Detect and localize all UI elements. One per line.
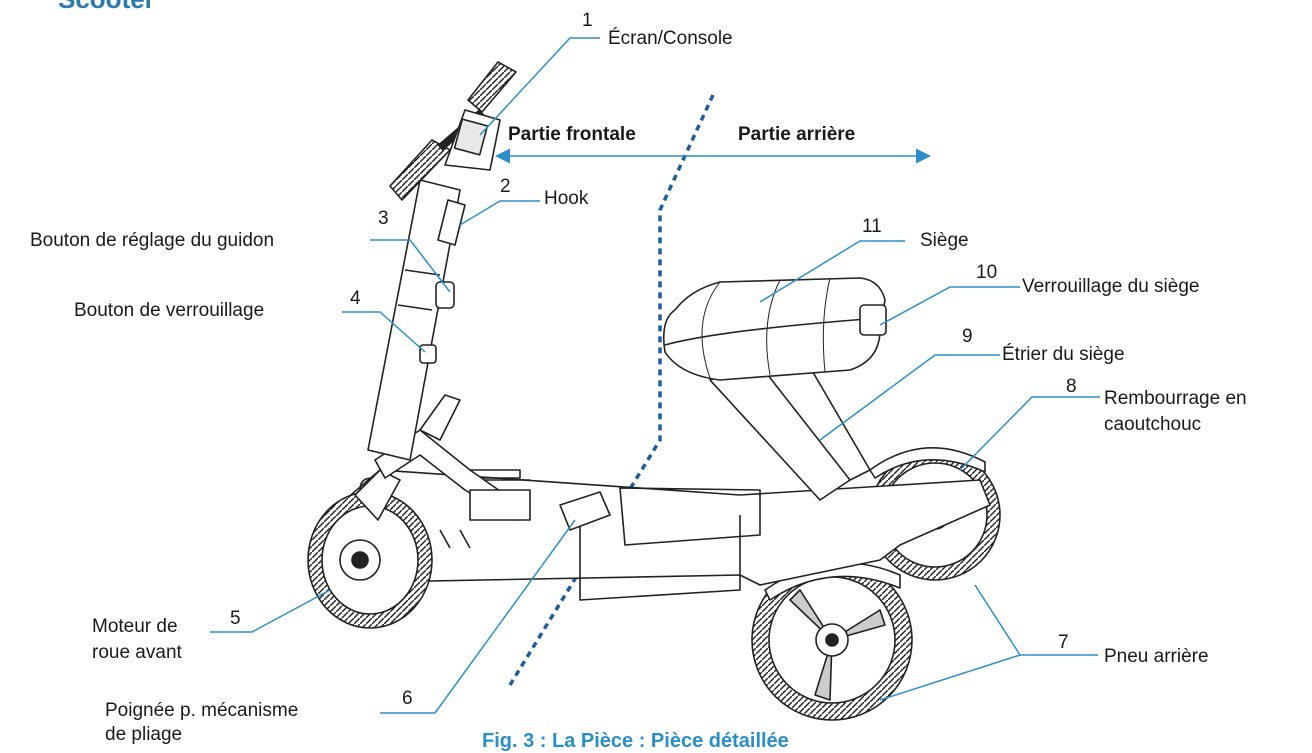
leader-7b	[974, 584, 1021, 656]
handlebar-grip-lower	[389, 139, 451, 201]
callout-label-6: Poignée p. mécanisme	[105, 700, 299, 721]
front-section-label: Partie frontale	[508, 124, 636, 145]
folding-handle	[559, 491, 611, 531]
callout-number-7: 7	[1058, 632, 1069, 653]
callout-label-5: Moteur de	[92, 616, 178, 637]
callout-label-4: Bouton de verrouillage	[74, 300, 265, 321]
callout-label-8: Rembourrage en	[1104, 388, 1247, 409]
callout-number-1: 1	[582, 10, 593, 31]
leader-3	[370, 239, 451, 293]
rear-fender-far	[869, 447, 986, 479]
deck	[339, 469, 991, 586]
callout-number-5: 5	[230, 608, 241, 629]
seat-lock	[859, 304, 887, 336]
leader-7a	[879, 654, 1098, 701]
figure-caption: Fig. 3 : La Pièce : Pièce détaillée	[482, 730, 789, 752]
leader-5	[210, 589, 331, 633]
front-rear-divider	[508, 94, 715, 686]
leader-8	[959, 396, 1100, 471]
callout-label-5-line2: roue avant	[92, 642, 182, 663]
callout-label-1: Écran/Console	[608, 28, 733, 49]
steering-stem	[367, 179, 461, 461]
callout-label-10: Verrouillage du siège	[1022, 276, 1200, 297]
callout-label-2: Hook	[544, 188, 589, 209]
rear-section-label: Partie arrière	[738, 124, 856, 145]
callout-number-6: 6	[402, 688, 413, 709]
leader-4	[342, 311, 426, 353]
front-wheel	[307, 491, 433, 629]
callout-number-4: 4	[350, 288, 361, 309]
callout-label-8-line2: caoutchouc	[1104, 414, 1202, 435]
callout-number-9: 9	[962, 326, 973, 347]
callout-label-9: Étrier du siège	[1002, 344, 1125, 365]
leader-10	[879, 286, 1020, 326]
handlebar-grip-upper	[467, 61, 517, 113]
callout-number-11: 11	[862, 216, 882, 237]
rear-wheel-near	[751, 559, 913, 721]
callout-number-2: 2	[500, 176, 511, 197]
callout-number-3: 3	[378, 208, 389, 229]
callout-label-11: Siège	[920, 230, 969, 251]
leader-2	[459, 200, 540, 226]
callout-number-8: 8	[1066, 376, 1077, 397]
callout-label-3: Bouton de réglage du guidon	[30, 230, 275, 251]
leader-11	[759, 240, 905, 303]
leader-6	[380, 519, 576, 714]
page-heading: Scooter	[58, 0, 155, 15]
leader-1	[479, 37, 600, 136]
callout-label-6-line2: de pliage	[105, 724, 183, 745]
callout-label-7: Pneu arrière	[1104, 646, 1209, 667]
leader-9	[819, 354, 1000, 441]
callout-number-10: 10	[976, 262, 998, 283]
